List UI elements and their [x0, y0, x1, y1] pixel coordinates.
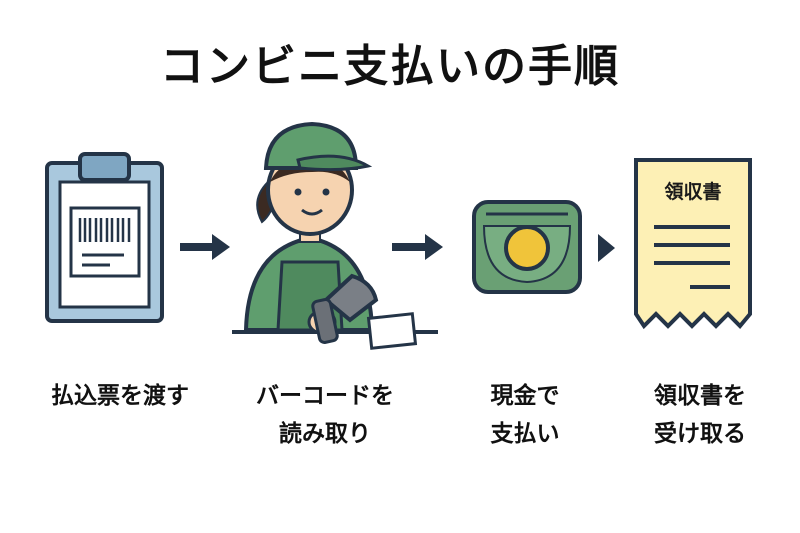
coin-icon	[504, 225, 550, 271]
step-3-line-2: 支払い	[490, 421, 560, 447]
clerk-illustration	[232, 121, 438, 350]
receipt-heading: 領収書	[664, 180, 721, 203]
step-3-line-1: 現金で	[490, 383, 560, 409]
step-2-line-2: 読み取り	[279, 421, 371, 447]
barcode-icon	[69, 206, 141, 278]
scanner-icon	[311, 273, 379, 344]
step-4-line-2: 受け取る	[654, 421, 746, 447]
cash-icon	[472, 200, 582, 294]
arrow-right-icon	[598, 234, 615, 262]
step-1-line-1: 払込票を渡す	[51, 383, 189, 409]
clipboard-icon	[45, 152, 164, 323]
arrow-right-icon	[180, 234, 230, 260]
page-title: コンビニ支払いの手順	[160, 41, 620, 92]
receipt-icon: 領収書	[634, 158, 752, 330]
step-4-label: 領収書を 受け取る	[600, 377, 800, 453]
step-4-line-1: 領収書を	[654, 383, 746, 409]
step-1-label: 払込票を渡す	[20, 377, 220, 415]
step-2-line-1: バーコードを	[256, 383, 394, 409]
arrow-right-icon	[392, 234, 443, 260]
step-2-label: バーコードを 読み取り	[225, 377, 425, 453]
step-3-label: 現金で 支払い	[425, 377, 625, 453]
